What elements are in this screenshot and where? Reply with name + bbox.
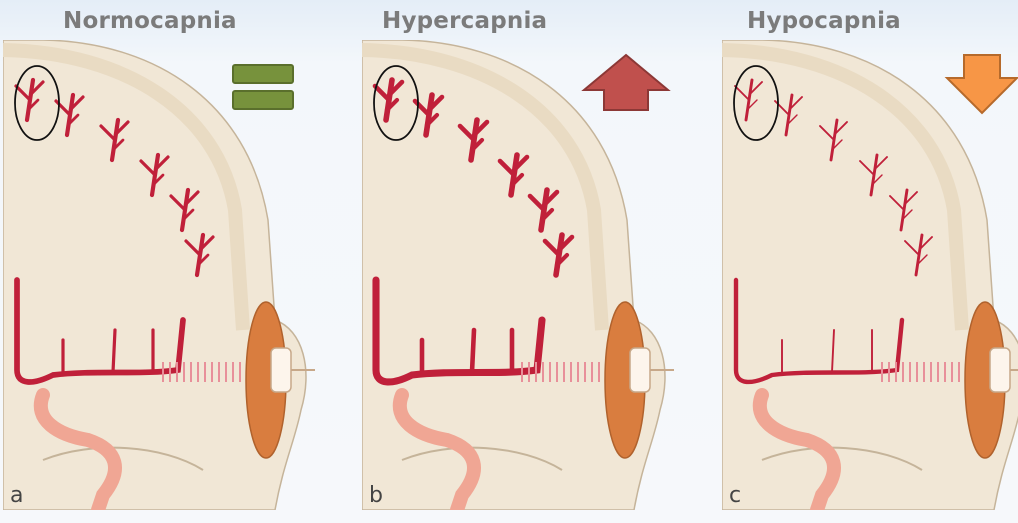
panel-letter-a: a	[10, 483, 23, 508]
title-hypercapnia: Hypercapnia	[382, 8, 547, 34]
doppler-probe	[630, 348, 650, 392]
title-normocapnia: Normocapnia	[63, 8, 237, 34]
arrow-up-icon	[581, 52, 671, 112]
panel-letter-b: b	[369, 483, 383, 508]
equals-icon	[230, 62, 296, 114]
title-hypocapnia: Hypocapnia	[747, 8, 901, 34]
panel-letter-c: c	[729, 483, 741, 508]
arrow-down-icon	[944, 52, 1018, 116]
doppler-probe	[271, 348, 291, 392]
doppler-probe	[990, 348, 1010, 392]
